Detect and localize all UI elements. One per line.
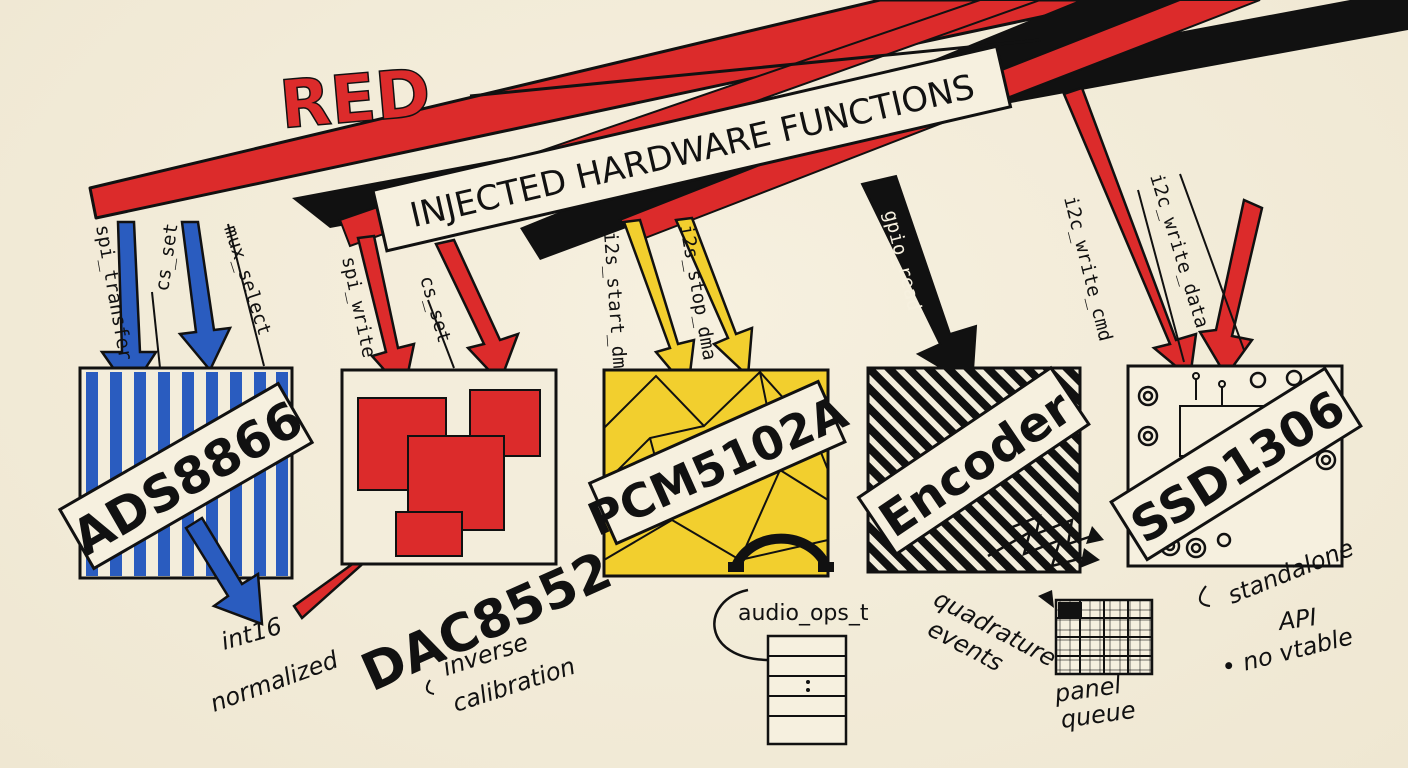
ads-output-arrow bbox=[184, 516, 264, 626]
zigzag-head-2 bbox=[1086, 526, 1104, 544]
pcm-arc-foot-left bbox=[728, 562, 744, 572]
ads-note-int16: int16 bbox=[218, 612, 285, 656]
dac-note-hook bbox=[425, 679, 435, 695]
tick-line-dac bbox=[427, 299, 455, 369]
pcm-curl-arrow bbox=[713, 588, 771, 662]
arrow-gpio-read bbox=[860, 174, 978, 388]
encoder-signal-zigzag-1 bbox=[987, 529, 1091, 568]
ssd-label-banner bbox=[1109, 366, 1363, 562]
ads-note-normalized: normalized bbox=[206, 645, 342, 717]
pcm-label-banner bbox=[587, 379, 847, 546]
encoder-signal-zigzag-2 bbox=[1009, 513, 1099, 546]
dac8552-block: DAC8552 inverse calibration bbox=[340, 368, 621, 718]
arrow-cs-set-dac bbox=[434, 238, 521, 385]
pcm5102a-block: PCM5102A audio_ops_t bbox=[580, 368, 869, 746]
tick-line-ads-2 bbox=[227, 223, 265, 367]
tick-line-ads-1 bbox=[151, 291, 161, 369]
fn-i2c-write-cmd: i2c_write_cmd bbox=[1059, 194, 1116, 344]
ads-label-banner bbox=[57, 381, 315, 571]
encoder-label-banner bbox=[856, 365, 1091, 557]
ssd-note-api: API bbox=[1275, 603, 1318, 636]
dac-square-4 bbox=[395, 511, 463, 557]
pcm-note-audio-ops: audio_ops_t bbox=[738, 601, 869, 626]
fn-cs-set-ads: cs_set bbox=[151, 222, 182, 293]
encoder-block: Encoder quadrature events panel queue bbox=[856, 365, 1154, 734]
arrow-cs-set-ads bbox=[177, 220, 233, 373]
fn-mux-select: mux_select bbox=[219, 223, 275, 339]
ssd-note-hook bbox=[1199, 585, 1211, 607]
arrow-spi-write bbox=[356, 234, 416, 395]
fn-cs-set-dac: cs_set bbox=[415, 273, 455, 345]
ads8866-block: ADS8866 int16 normalized bbox=[57, 366, 394, 718]
title-banner bbox=[371, 44, 1013, 253]
pcm-arc-foot-right bbox=[818, 562, 834, 572]
arrow-i2c-data bbox=[1197, 198, 1264, 379]
ssd1306-block: SSD1306 standalone API • no vtable bbox=[1109, 364, 1363, 682]
fn-i2s-start-dma: i2s_start_dma bbox=[599, 231, 631, 381]
tick-line-ssd-1 bbox=[1137, 189, 1185, 363]
zigzag-head-1 bbox=[1080, 548, 1100, 568]
down-arrows bbox=[99, 86, 1264, 395]
red-word: RED bbox=[277, 54, 434, 144]
arrow-i2s-stop bbox=[674, 216, 754, 379]
arrow-i2s-start bbox=[622, 218, 696, 394]
arrow-i2c-cmd bbox=[1062, 86, 1198, 381]
pcm-arc-icon bbox=[731, 533, 831, 569]
tick-line-ssd-2 bbox=[1179, 173, 1245, 351]
zigzag-head-3 bbox=[1038, 590, 1054, 608]
header-underline bbox=[469, 38, 1041, 98]
